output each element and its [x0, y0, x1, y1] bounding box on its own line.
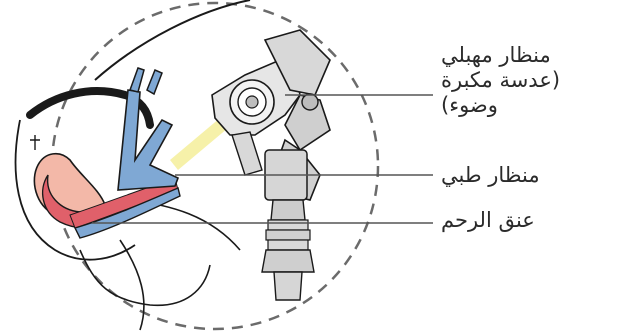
label-colposcope-line1: منظار مهبلي	[441, 43, 560, 68]
colposcope-device	[212, 30, 330, 300]
dashed-circle-frame	[52, 3, 378, 329]
label-colposcope: منظار مهبلي (عدسة مكبرة وضوء)	[441, 43, 560, 118]
light-beam	[170, 118, 228, 170]
label-colposcope-line3: وضوء)	[441, 93, 560, 118]
label-cervix-text: عنق الرحم	[441, 208, 535, 233]
speculum-upper-blade	[118, 90, 178, 190]
thigh-outline	[120, 240, 144, 330]
speculum-handle-right	[147, 70, 162, 94]
speculum-handle-left	[130, 68, 144, 92]
label-cervix: عنق الرحم	[441, 208, 535, 233]
label-speculum-text: منظار طبي	[441, 163, 540, 188]
label-colposcope-line2: (عدسة مكبرة	[441, 68, 560, 93]
left-tick	[30, 135, 40, 150]
body-outline	[95, 0, 250, 80]
label-speculum: منظار طبي	[441, 163, 540, 188]
